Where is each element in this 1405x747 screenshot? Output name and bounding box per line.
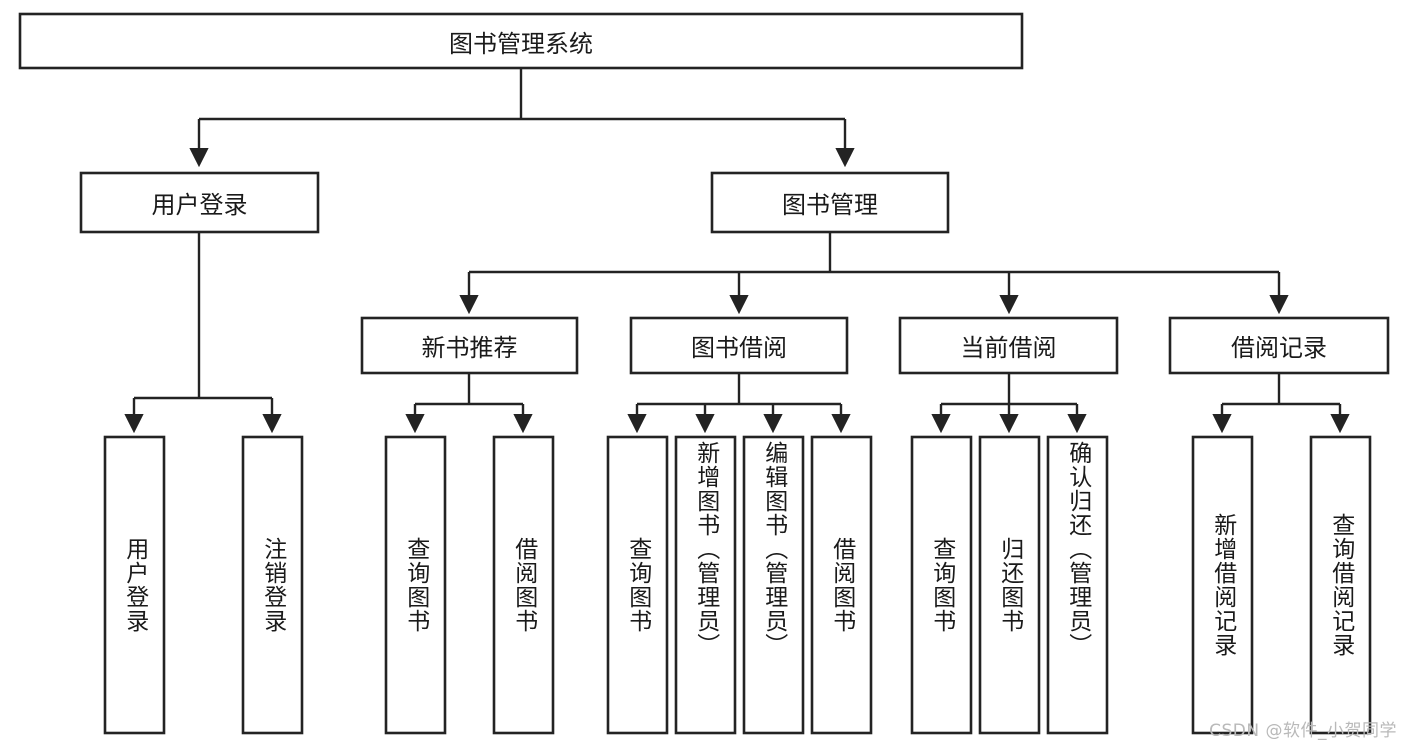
- node-box-leaf-query-book-1[interactable]: [384, 435, 447, 735]
- node-box-new-book-recommend[interactable]: [360, 316, 579, 375]
- connector-newbook-to-leaves: [405, 373, 533, 434]
- node-box-current-borrow[interactable]: [898, 316, 1119, 375]
- connector-bookborrow-to-leaves: [627, 373, 851, 434]
- node-box-leaf-user-login[interactable]: [103, 435, 166, 735]
- node-box-leaf-confirm-return[interactable]: [1046, 435, 1109, 735]
- node-box-leaf-logout-login[interactable]: [241, 435, 304, 735]
- node-box-leaf-borrow-book-1[interactable]: [492, 435, 555, 735]
- node-box-book-borrow[interactable]: [629, 316, 849, 375]
- node-box-leaf-add-record[interactable]: [1191, 435, 1254, 735]
- node-box-book-management[interactable]: [710, 171, 950, 234]
- node-box-leaf-query-record[interactable]: [1309, 435, 1372, 735]
- node-box-user-login[interactable]: [79, 171, 320, 234]
- node-box-borrow-record[interactable]: [1168, 316, 1390, 375]
- connector-currentborrow-to-leaves: [931, 373, 1087, 434]
- connector-userlogin-to-leaves: [124, 232, 282, 434]
- node-box-leaf-query-book-3[interactable]: [910, 435, 973, 735]
- connector-root-to-level2: [189, 68, 855, 168]
- node-box-leaf-return-book[interactable]: [978, 435, 1041, 735]
- connector-bookmanagement-to-level3: [459, 232, 1289, 315]
- node-box-leaf-edit-book[interactable]: [742, 435, 805, 735]
- connector-borrowrecord-to-leaves: [1212, 373, 1350, 434]
- node-box-leaf-add-book[interactable]: [674, 435, 737, 735]
- watermark-text: CSDN @软件_小贺同学: [1209, 721, 1397, 741]
- node-box-leaf-query-book-2[interactable]: [606, 435, 669, 735]
- node-box-leaf-borrow-book-2[interactable]: [810, 435, 873, 735]
- node-box-title[interactable]: [18, 12, 1024, 70]
